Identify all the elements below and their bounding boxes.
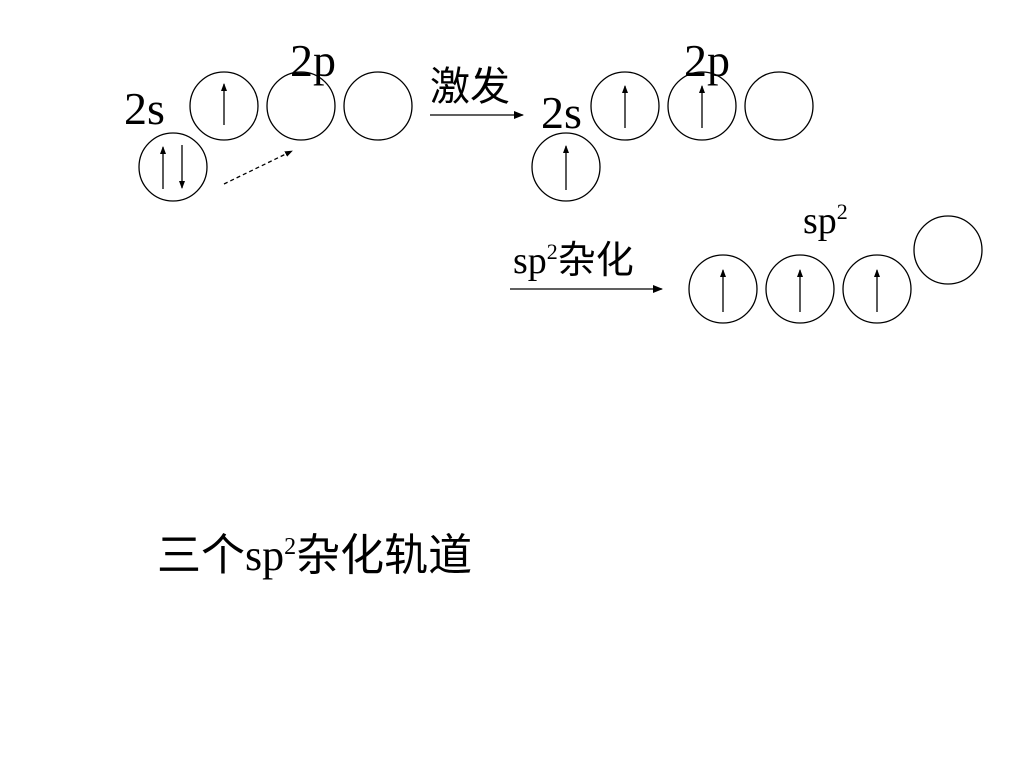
caption: 三个sp2杂化轨道 xyxy=(157,531,472,580)
sp2-hybrid-orbital-2 xyxy=(765,254,835,324)
promotion-dashed-arrow xyxy=(223,150,293,185)
ground-2s-label: 2s xyxy=(124,83,165,134)
hybridization-label: sp2杂化 xyxy=(513,239,634,282)
ground-2p-orbital-3 xyxy=(343,71,413,141)
excited-2p-orbital-3 xyxy=(744,71,814,141)
remaining-p-orbital xyxy=(913,215,983,285)
excited-2p-orbital-2 xyxy=(667,71,737,141)
sp2-hybrid-orbital-1 xyxy=(688,254,758,324)
excited-2s-orbital xyxy=(531,132,601,202)
excitation-label: 激发 xyxy=(430,64,510,109)
ground-2p-orbital-2 xyxy=(266,71,336,141)
sp2-label: sp2 xyxy=(803,199,848,242)
excited-2s-label: 2s xyxy=(541,87,582,138)
ground-2s-orbital xyxy=(138,132,208,202)
sp2-hybrid-orbital-3 xyxy=(842,254,912,324)
excited-2p-label: 2p xyxy=(684,35,730,86)
excited-2p-orbital-1 xyxy=(590,71,660,141)
ground-2p-orbital-1 xyxy=(189,71,259,141)
ground-2p-label: 2p xyxy=(290,35,336,86)
